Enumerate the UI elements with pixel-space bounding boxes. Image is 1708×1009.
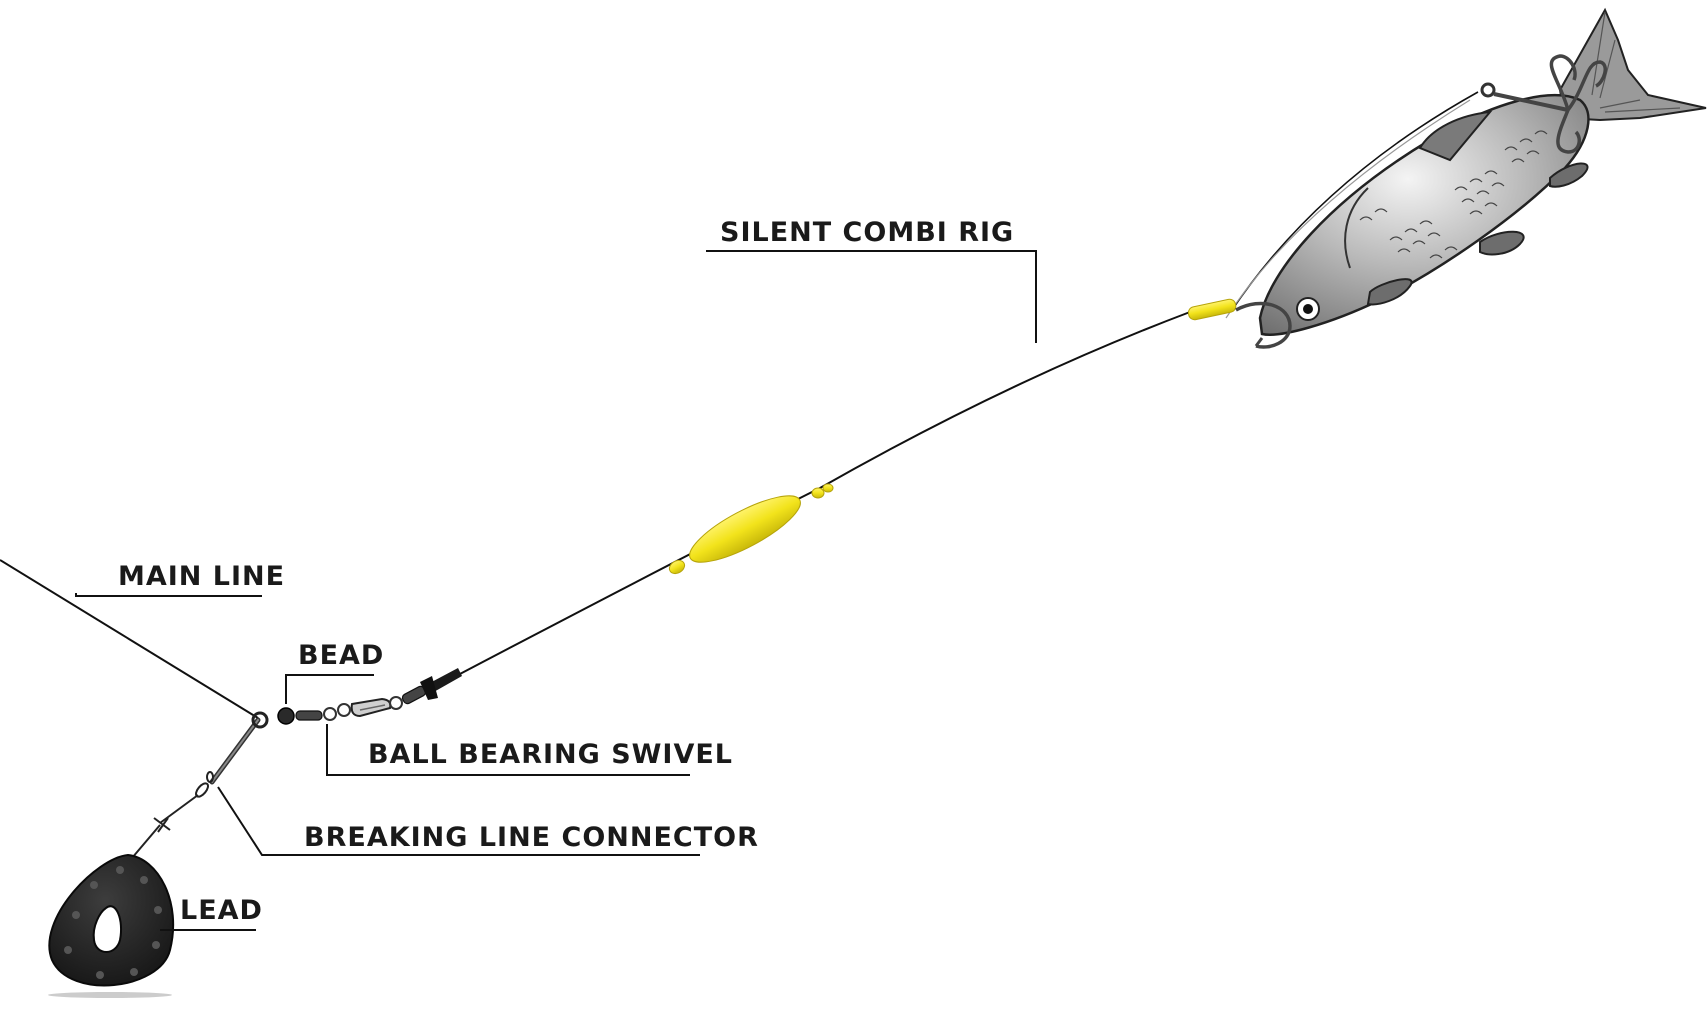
label-ball-bearing-swivel: BALL BEARING SWIVEL [368, 739, 733, 770]
ring-icon [251, 711, 269, 729]
callout-leaders [75, 250, 1037, 931]
label-main-line: MAIN LINE [118, 561, 285, 592]
main-line [0, 559, 259, 719]
bead-icon [277, 707, 295, 725]
label-breaking-line-connector: BREAKING LINE CONNECTOR [304, 822, 759, 853]
label-bead: BEAD [298, 640, 384, 671]
single-hook-icon [1235, 301, 1292, 349]
leader-main-line [75, 593, 262, 597]
leader-swivel [326, 724, 690, 776]
hook-sleeve-icon [1187, 298, 1237, 321]
label-silent-combi-rig: SILENT COMBI RIG [720, 217, 1014, 248]
lead-assembly [48, 717, 261, 998]
bait-loop-line-2 [1225, 99, 1471, 319]
breaking-line-connector-icon [195, 771, 214, 798]
float-icon [668, 483, 834, 575]
fish-icon [1258, 7, 1707, 336]
treble-hook-icon [1480, 54, 1607, 154]
label-lead: LEAD [180, 895, 263, 926]
leader-breaking-connector [217, 786, 700, 856]
leader-silent-combi-rig [706, 250, 1037, 343]
leader-bead [285, 674, 374, 704]
ball-bearing-swivel-icon [295, 685, 427, 721]
tail-rubber-icon [420, 668, 462, 700]
snap-link-icon [153, 817, 171, 833]
lead-weight-icon [48, 853, 175, 998]
